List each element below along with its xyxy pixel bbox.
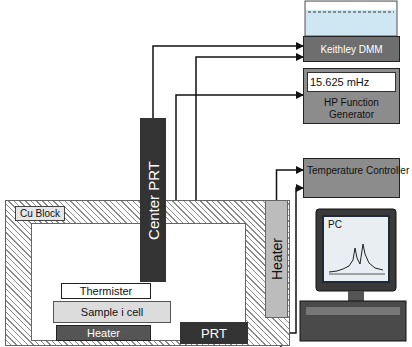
sample-heater-box: Heater [56,325,151,341]
plot-axis [329,274,385,275]
dmm-box: Keithley DMM [303,36,400,62]
dewar-beaker [305,1,397,36]
pc-screen: PC [322,215,390,283]
monitor-body [316,209,396,291]
node-label: Cu Block [20,208,60,219]
node-label: PRT [201,326,227,341]
prt-probe: PRT [180,322,248,344]
node-label: HP Function Generator [307,97,396,120]
signal-wire [277,170,304,200]
node-label: Heater [269,238,285,280]
function-generator-box: 15.625 mHz HP Function Generator [303,68,400,124]
node-label: 15.625 mHz [307,72,396,92]
node-label: PC [328,219,384,230]
monitor-neck [348,291,364,301]
thermister-box: Thermister [61,283,151,299]
plot-trace [329,244,383,272]
node-label: Heater [87,327,120,339]
node-label: Center PRT [145,161,162,240]
block-heater-bar: Heater [265,200,288,318]
node-label: Temperature Controller [307,165,396,176]
beaker-top [306,2,396,10]
node-label: Sample i cell [81,306,143,318]
computer-base [300,301,406,341]
liquid-level [308,12,394,13]
node-label: Thermister [80,285,133,297]
sample-cell-box: Sample i cell [53,301,171,323]
drive-slot [306,307,400,315]
node-label: Keithley DMM [320,44,382,55]
screen-plot [327,236,387,278]
cu-block-tag: Cu Block [15,206,65,221]
center-prt-probe: Center PRT [140,118,166,282]
temperature-controller-box: Temperature Controller [303,158,400,198]
